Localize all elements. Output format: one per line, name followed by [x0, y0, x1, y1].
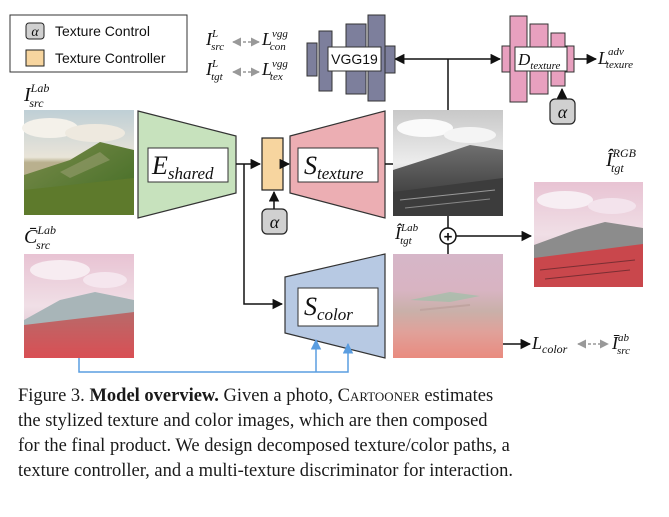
- svg-text:VGG19: VGG19: [331, 51, 378, 67]
- texture-controller: [261, 137, 284, 191]
- caption-line-1: Figure 3. Model overview. Given a photo,…: [18, 386, 494, 406]
- texture-output-image: [393, 110, 503, 216]
- legend-texture-control-label: Texture Control: [55, 23, 150, 39]
- l-color-label: Lcolor: [531, 333, 568, 356]
- figure-caption: Figure 3. Model overview. Given a photo,…: [18, 384, 654, 484]
- legend: α Texture Control Texture Controller: [9, 14, 188, 73]
- s-color-decoder: Scolor: [284, 253, 386, 359]
- s-texture-decoder: Stexture: [289, 110, 386, 219]
- svg-text:Eshared: Eshared: [151, 151, 214, 183]
- discriminator-alpha-box: α: [549, 98, 576, 125]
- caption-line-3: for the final product. We design decompo…: [18, 436, 510, 456]
- compose-plus-node: +: [439, 227, 457, 246]
- input-photo-image: [22, 110, 134, 215]
- legend-texture-controller-label: Texture Controller: [55, 50, 166, 66]
- svg-text:Stexture: Stexture: [304, 151, 364, 183]
- model-overview-figure: α Texture Control Texture Controller ILa…: [9, 14, 643, 373]
- svg-text:Dtexture: Dtexture: [517, 50, 561, 72]
- d-texture-discriminator: Dtexture: [501, 15, 575, 103]
- svg-text:α: α: [558, 102, 568, 122]
- legend-alpha-symbol: α: [31, 25, 39, 40]
- controller-alpha-box: α: [261, 208, 288, 235]
- cartoon-color-input-image: [24, 254, 134, 358]
- color-output-image: [393, 254, 503, 358]
- legend-alpha-swatch: [25, 22, 45, 40]
- svg-text:α: α: [270, 212, 280, 232]
- svg-text:Scolor: Scolor: [304, 292, 353, 324]
- vgg19-network: VGG19: [306, 14, 396, 102]
- legend-controller-swatch: [25, 49, 45, 67]
- e-shared-encoder: Eshared: [137, 110, 237, 219]
- caption-line-4: texture controller, and a multi-texture …: [18, 461, 513, 481]
- svg-text:+: +: [444, 229, 453, 246]
- caption-line-2: the stylized texture and color images, w…: [18, 411, 488, 431]
- final-output-image: [534, 182, 643, 287]
